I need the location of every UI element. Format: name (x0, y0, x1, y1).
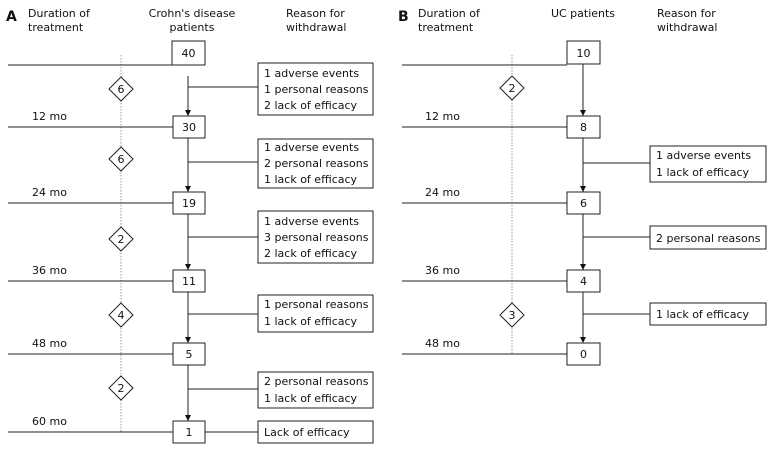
panel-a-reason-box: 1 personal reasons 1 lack of efficacy (257, 294, 374, 333)
panel-a-reason-line: 1 adverse events (264, 67, 359, 80)
panel-b-reason-line: 1 lack of efficacy (656, 166, 750, 179)
panel-b-count: 0 (580, 348, 587, 361)
panel-b-reason-line: 1 lack of efficacy (656, 308, 750, 321)
panel-a-reason-line: 1 personal reasons (264, 298, 369, 311)
panel-b-reason-line: 1 adverse events (656, 149, 751, 162)
panel-a-reason-line: 2 lack of efficacy (264, 99, 358, 112)
panel-a-timepoint-label: 48 mo (32, 337, 67, 350)
panel-a: A Duration of treatment Crohn's disease … (6, 7, 374, 444)
panel-a-reason-line: 1 lack of efficacy (264, 173, 358, 186)
panel-b-count: 8 (580, 121, 587, 134)
panel-b-timepoint-label: 24 mo (425, 186, 460, 199)
panel-a-reason-line: 1 lack of efficacy (264, 392, 358, 405)
panel-b-reason-header-line2: withdrawal (657, 21, 717, 34)
panel-b-withdrawal-diamond: 3 (499, 302, 525, 328)
panel-a-count: 40 (182, 47, 196, 60)
panel-b-letter: B (398, 9, 409, 25)
panel-a-diamond-count: 2 (118, 382, 125, 395)
panel-b-count-box: 6 (566, 191, 601, 215)
panel-a-count-box: 1 (172, 420, 206, 444)
panel-a-count-box: 11 (172, 269, 206, 293)
panel-a-reason-line: 2 personal reasons (264, 157, 369, 170)
panel-a-count-box: 5 (172, 342, 206, 366)
panel-a-diamond-count: 2 (118, 233, 125, 246)
panel-a-count: 11 (182, 275, 196, 288)
panel-a-timepoint-label: 24 mo (32, 186, 67, 199)
panel-b-count: 6 (580, 197, 587, 210)
panel-a-reason-box: 2 personal reasons 1 lack of efficacy (257, 371, 374, 409)
panel-b-reason-box: 2 personal reasons (649, 225, 767, 250)
panel-b-patients-header-line1: UC patients (551, 7, 615, 20)
panel-a-reason-line: 1 adverse events (264, 141, 359, 154)
panel-a-withdrawal-diamond: 2 (108, 375, 134, 401)
panel-b-reason-line: 2 personal reasons (656, 232, 761, 245)
panel-b-timepoint-label: 12 mo (425, 110, 460, 123)
panel-a-reason-box: Lack of efficacy (257, 420, 374, 444)
panel-a-duration-header-line2: treatment (28, 21, 84, 34)
panel-a-count-box: 30 (172, 115, 206, 139)
panel-a-reason-line: 2 personal reasons (264, 375, 369, 388)
panel-b-reason-box: 1 lack of efficacy (649, 302, 767, 326)
panel-a-letter: A (6, 9, 17, 25)
panel-a-count: 19 (182, 197, 196, 210)
panel-a-withdrawal-diamond: 6 (108, 146, 134, 172)
panel-a-reason-line: 1 lack of efficacy (264, 315, 358, 328)
panel-a-patients-header-line2: patients (170, 21, 215, 34)
panel-b-count-box: 4 (566, 269, 601, 293)
panel-b-reason-header-line1: Reason for (657, 7, 716, 20)
panel-a-reason-header-line1: Reason for (286, 7, 345, 20)
panel-b-reason-box: 1 adverse events 1 lack of efficacy (649, 145, 767, 183)
panel-a-diamond-count: 6 (118, 83, 125, 96)
panel-a-reason-box: 1 adverse events 3 personal reasons 2 la… (257, 210, 374, 264)
panel-b-count-box: 0 (566, 342, 601, 366)
panel-a-count: 1 (186, 426, 193, 439)
panel-a-diamond-count: 4 (118, 309, 125, 322)
panel-a-reason-box: 1 adverse events 2 personal reasons 1 la… (257, 138, 374, 189)
panel-a-count-box: 40 (171, 40, 206, 66)
panel-a-duration-header-line1: Duration of (28, 7, 91, 20)
panel-a-reason-header-line2: withdrawal (286, 21, 346, 34)
panel-b-diamond-count: 3 (509, 309, 516, 322)
panel-a-withdrawal-diamond: 4 (108, 302, 134, 328)
panel-a-reason-line: 1 personal reasons (264, 83, 369, 96)
panel-b-duration-header-line1: Duration of (418, 7, 481, 20)
panel-a-reason-line: 1 adverse events (264, 215, 359, 228)
panel-b-count-box: 10 (566, 40, 601, 65)
panel-a-reason-line: 3 personal reasons (264, 231, 369, 244)
panel-b-timepoint-label: 36 mo (425, 264, 460, 277)
panel-b-timepoint-label: 48 mo (425, 337, 460, 350)
panel-b-count-box: 8 (566, 115, 601, 139)
panel-a-timepoint-label: 60 mo (32, 415, 67, 428)
panel-b-withdrawal-diamond: 2 (499, 75, 525, 101)
panel-b-diamond-count: 2 (509, 82, 516, 95)
panel-a-patients-header-line1: Crohn's disease (149, 7, 236, 20)
panel-a-withdrawal-diamond: 2 (108, 226, 134, 252)
panel-b-count: 10 (577, 47, 591, 60)
panel-a-count: 5 (186, 348, 193, 361)
panel-a-reason-box: 1 adverse events 1 personal reasons 2 la… (257, 62, 374, 116)
panel-b-count: 4 (580, 275, 587, 288)
panel-a-timepoint-label: 36 mo (32, 264, 67, 277)
panel-a-count: 30 (182, 121, 196, 134)
panel-b-duration-header-line2: treatment (418, 21, 474, 34)
panel-a-reason-line: Lack of efficacy (264, 426, 350, 439)
panel-b: B Duration of treatment UC patients Reas… (398, 7, 767, 366)
panel-a-timepoint-label: 12 mo (32, 110, 67, 123)
panel-a-count-box: 19 (172, 191, 206, 215)
panel-a-withdrawal-diamond: 6 (108, 76, 134, 102)
panel-a-diamond-count: 6 (118, 153, 125, 166)
panel-a-reason-line: 2 lack of efficacy (264, 247, 358, 260)
